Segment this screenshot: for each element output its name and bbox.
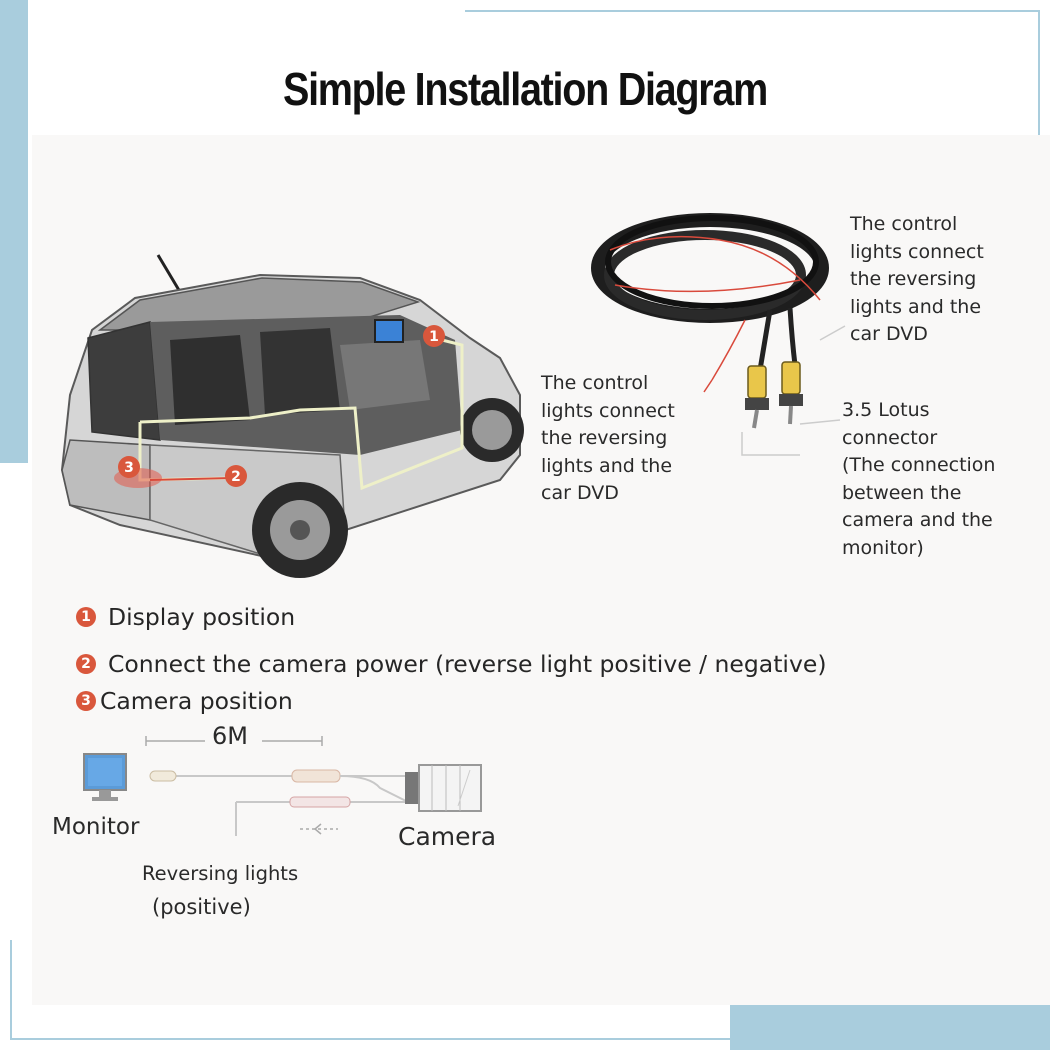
frame-line-left bbox=[10, 940, 12, 1040]
car-illustration bbox=[60, 254, 524, 578]
callout-line: the reversing bbox=[850, 268, 977, 290]
callout-line: car DVD bbox=[541, 482, 619, 504]
page-title: Simple Installation Diagram bbox=[283, 63, 768, 115]
legend-text: Camera position bbox=[100, 687, 293, 715]
callout-line: connector bbox=[842, 426, 938, 449]
cable-length-label: 6M bbox=[212, 722, 248, 750]
frame-line-bottom bbox=[10, 1038, 740, 1040]
number-badge: 3 bbox=[76, 691, 96, 711]
car-marker-2: 2 bbox=[225, 465, 247, 487]
legend-text: Display position bbox=[108, 603, 296, 631]
camera-icon bbox=[405, 764, 482, 812]
length-dimension bbox=[145, 736, 323, 746]
legend-text: Connect the camera power (reverse light … bbox=[108, 650, 827, 678]
callout-line: the reversing bbox=[541, 427, 668, 449]
left-accent-bar bbox=[0, 0, 28, 463]
callout-line: The control bbox=[541, 372, 649, 394]
cable-schematic bbox=[149, 769, 420, 836]
number-badge: 2 bbox=[76, 654, 96, 674]
cable-coil-illustration bbox=[591, 213, 829, 429]
monitor-icon bbox=[83, 753, 127, 801]
callout-line: lights and the bbox=[541, 454, 673, 477]
car-marker-1: 1 bbox=[423, 325, 445, 347]
rca-plug-left-icon bbox=[747, 365, 767, 399]
frame-line-right bbox=[1038, 10, 1040, 190]
svg-text:2: 2 bbox=[231, 469, 241, 485]
rca-plug-right-icon bbox=[781, 361, 801, 395]
monitor-label: Monitor bbox=[52, 814, 140, 840]
bottom-right-accent-block bbox=[730, 1001, 1050, 1050]
callout-line: 3.5 Lotus bbox=[842, 399, 930, 421]
callout-line: camera and the bbox=[842, 509, 993, 531]
callout-line: between the bbox=[842, 481, 962, 504]
number-badge: 1 bbox=[76, 607, 96, 627]
callout-middle: The control lights connect the reversing… bbox=[541, 370, 675, 508]
frame-line-top bbox=[465, 10, 1040, 12]
diagram-paper bbox=[32, 135, 1050, 1005]
legend-item-display-position: 1 Display position bbox=[76, 603, 295, 631]
callout-line: lights connect bbox=[541, 399, 675, 422]
svg-text:3: 3 bbox=[124, 460, 134, 476]
callout-top-right: The control lights connect the reversing… bbox=[850, 211, 984, 349]
callout-line: (The connection bbox=[842, 454, 996, 476]
callout-line: lights connect bbox=[850, 240, 984, 263]
legend-item-camera-power: 2 Connect the camera power (reverse ligh… bbox=[76, 650, 826, 678]
reversing-lights-sublabel: (positive) bbox=[152, 895, 251, 919]
lotus-connector-note: 3.5 Lotus connector (The connection betw… bbox=[842, 397, 995, 562]
callout-line: monitor) bbox=[842, 536, 924, 559]
callout-line: lights and the bbox=[850, 295, 982, 318]
car-marker-3: 3 bbox=[118, 456, 140, 478]
dash-monitor-icon bbox=[374, 319, 404, 343]
callout-line: The control bbox=[850, 213, 958, 235]
svg-text:1: 1 bbox=[429, 329, 439, 345]
callout-line: car DVD bbox=[850, 323, 928, 345]
legend-item-camera-position: 3 Camera position bbox=[76, 687, 293, 715]
reversing-lights-label: Reversing lights bbox=[142, 862, 299, 885]
camera-label: Camera bbox=[398, 822, 497, 851]
